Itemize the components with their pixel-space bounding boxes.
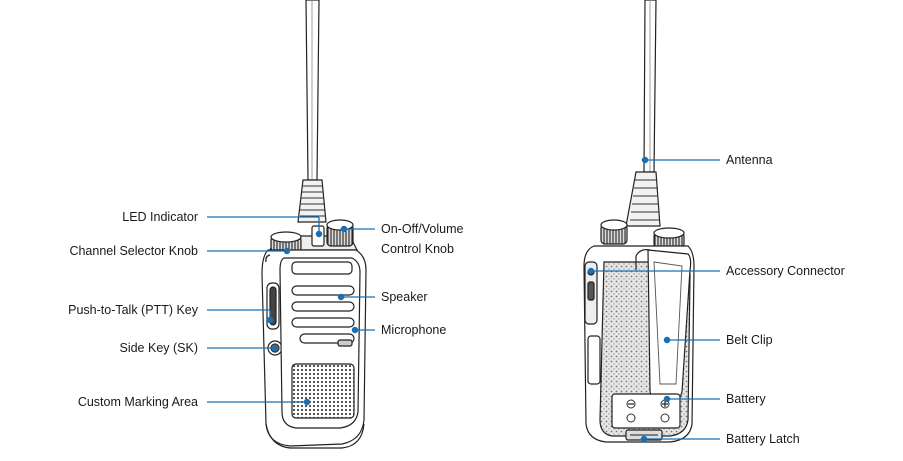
- label-microphone: Microphone: [381, 323, 447, 337]
- label-accessory-connector: Accessory Connector: [726, 264, 845, 278]
- label-side-key: Side Key (SK): [119, 341, 198, 355]
- back-accessory-connector: [584, 261, 598, 325]
- label-led-indicator: LED Indicator: [122, 210, 198, 224]
- back-antenna: [625, 0, 661, 227]
- label-battery: Battery: [726, 392, 766, 406]
- label-on-off-volume: On-Off/Volume: [381, 222, 464, 236]
- front-radio: [261, 0, 367, 449]
- front-antenna: [297, 0, 327, 223]
- label-battery-latch: Battery Latch: [726, 432, 800, 446]
- label-ptt-key: Push-to-Talk (PTT) Key: [68, 303, 198, 317]
- front-speaker-slots: [291, 285, 355, 344]
- front-grill: [291, 363, 355, 419]
- label-belt-clip: Belt Clip: [726, 333, 773, 347]
- label-custom-marking-area: Custom Marking Area: [77, 395, 198, 409]
- label-antenna: Antenna: [726, 153, 773, 167]
- front-volume-knob: [326, 219, 354, 247]
- label-channel-selector-knob: Channel Selector Knob: [69, 244, 198, 258]
- leader-lines: [207, 156, 720, 443]
- label-speaker: Speaker: [381, 290, 428, 304]
- back-radio: [583, 0, 695, 443]
- back-battery-latch: [625, 429, 663, 441]
- label-control-knob: Control Knob: [381, 242, 454, 256]
